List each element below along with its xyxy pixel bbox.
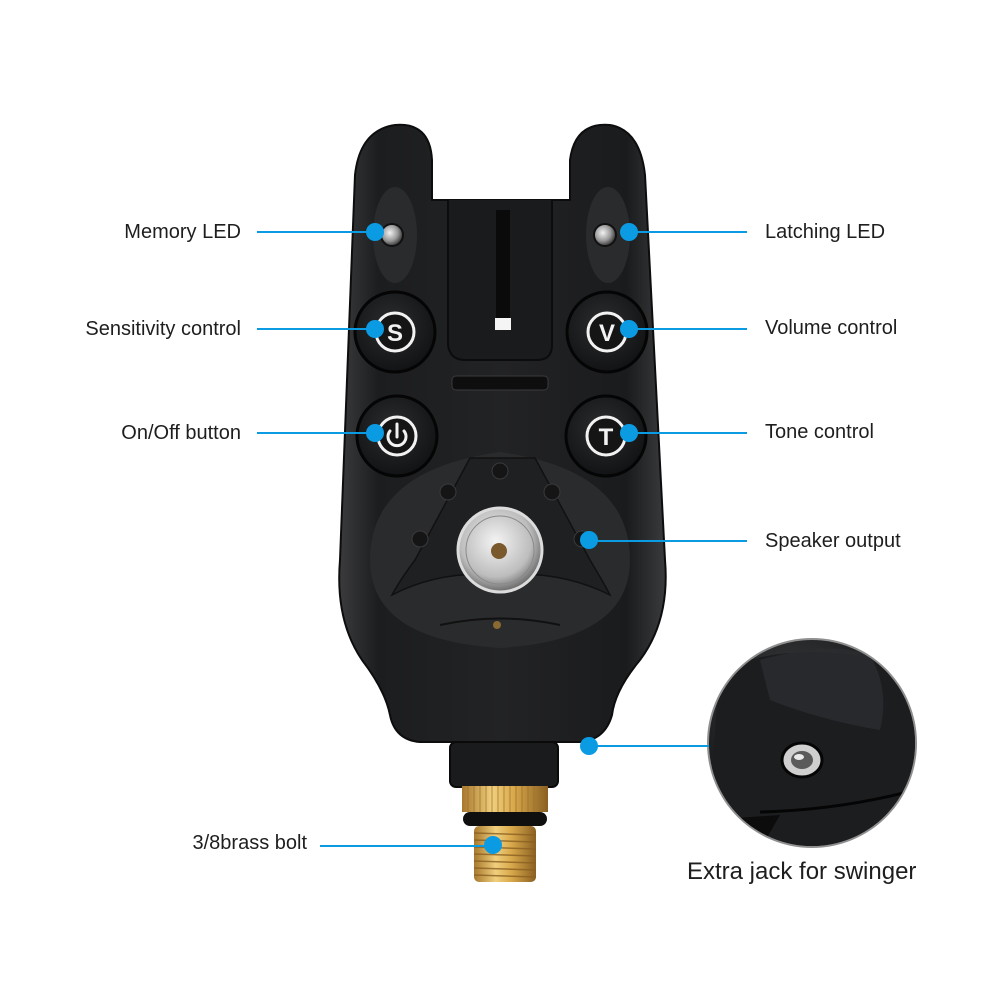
volume-control-label: Volume control <box>765 317 898 339</box>
brass-bolt-label: 3/8brass bolt <box>192 832 307 854</box>
on-off-button-leader-line <box>257 432 375 434</box>
speaker-output-label: Speaker output <box>765 530 901 552</box>
alarm-neck <box>449 741 559 788</box>
brass-bolt-leader-line <box>320 845 493 847</box>
svg-text:V: V <box>599 320 615 347</box>
sensitivity-button: S <box>353 290 437 374</box>
latching-led-leader-line <box>629 231 747 233</box>
memory-led-icon <box>380 223 404 247</box>
swinger-jack-leader-line <box>589 745 709 747</box>
tone-button: T <box>564 394 648 478</box>
volume-button: V <box>565 290 649 374</box>
brass-bolt-marker-icon <box>484 836 502 854</box>
memory-led-marker-icon <box>366 223 384 241</box>
speaker-output-marker-icon <box>580 531 598 549</box>
latching-led-marker-icon <box>620 223 638 241</box>
sensitivity-control-leader-line <box>257 328 375 330</box>
sensitivity-control-label: Sensitivity control <box>85 318 241 340</box>
speaker-output-leader-line <box>589 540 747 542</box>
sensitivity-control-marker-icon <box>366 320 384 338</box>
tone-control-label: Tone control <box>765 421 874 443</box>
swinger-jack-caption: Extra jack for swinger <box>687 858 917 885</box>
memory-led-leader-line <box>257 231 375 233</box>
latching-led-icon <box>593 223 617 247</box>
brass-nut <box>462 786 548 812</box>
svg-text:S: S <box>387 320 403 347</box>
swinger-jack-inset <box>707 638 917 848</box>
on-off-button-label: On/Off button <box>121 422 241 444</box>
tone-control-leader-line <box>629 432 747 434</box>
swinger-jack-marker-icon <box>580 737 598 755</box>
latching-led-label: Latching LED <box>765 221 886 243</box>
on-off-button-marker-icon <box>366 424 384 442</box>
volume-control-leader-line <box>629 328 747 330</box>
memory-led-label: Memory LED <box>124 221 241 243</box>
svg-text:T: T <box>599 424 614 451</box>
tone-control-marker-icon <box>620 424 638 442</box>
o-ring <box>463 812 547 826</box>
volume-control-marker-icon <box>620 320 638 338</box>
on-off-button <box>355 394 439 478</box>
